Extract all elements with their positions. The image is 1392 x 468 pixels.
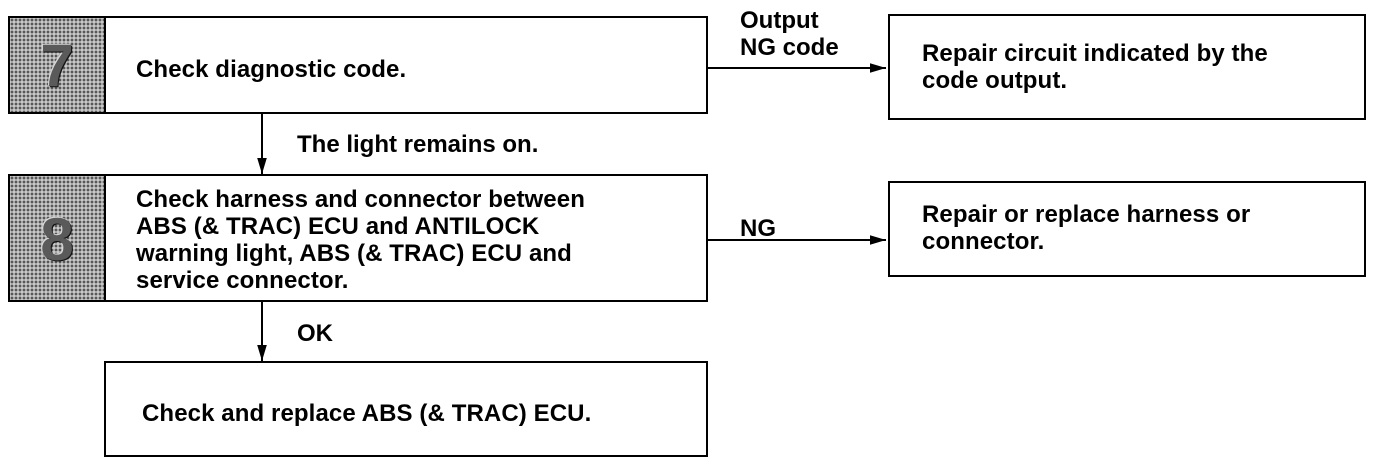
- side-box-repair-circuit-text: Repair circuit indicated by the code out…: [922, 40, 1268, 94]
- final-box-replace-ecu: Check and replace ABS (& TRAC) ECU.: [104, 361, 708, 457]
- step-8-text: Check harness and connector between ABS …: [136, 186, 585, 294]
- side-box-repair-harness-text: Repair or replace harness or connector.: [922, 201, 1251, 255]
- step-7-text: Check diagnostic code.: [136, 56, 407, 83]
- label-light-remains-on: The light remains on.: [297, 131, 539, 158]
- step-8-box: Check harness and connector between ABS …: [104, 174, 708, 302]
- step-7-tab: 7: [8, 16, 106, 114]
- final-box-text: Check and replace ABS (& TRAC) ECU.: [142, 400, 592, 427]
- side-box-repair-harness: Repair or replace harness or connector.: [888, 181, 1366, 277]
- side-box-repair-circuit: Repair circuit indicated by the code out…: [888, 14, 1366, 120]
- step-7-box: Check diagnostic code.: [104, 16, 708, 114]
- label-output-ng-code: Output NG code: [740, 7, 839, 61]
- label-ng: NG: [740, 215, 776, 242]
- label-ok: OK: [297, 320, 333, 347]
- step-7-number: 7: [40, 32, 74, 99]
- step-8-tab: 8: [8, 174, 106, 302]
- step-8-number: 8: [40, 206, 74, 273]
